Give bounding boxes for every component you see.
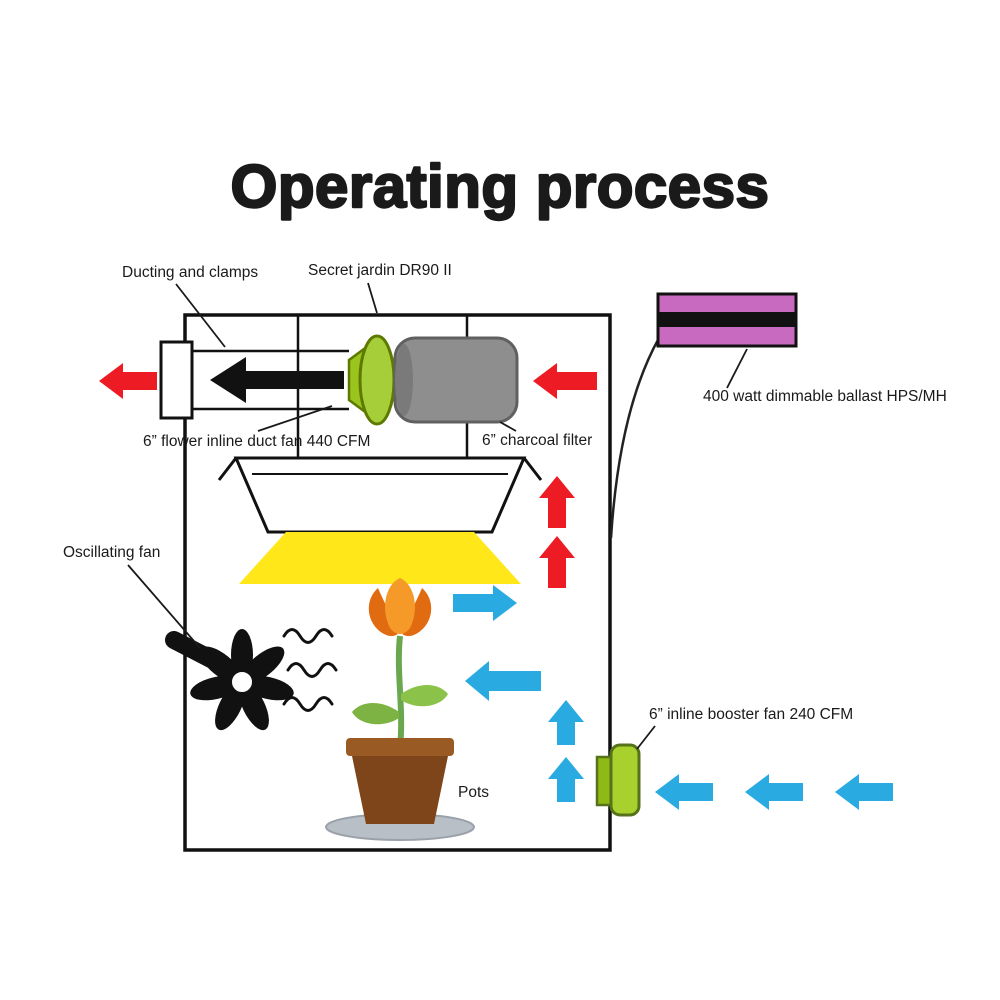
pointer-ducting — [175, 283, 226, 348]
lamp-light-beam — [239, 532, 521, 584]
labels: Ducting and clamps Secret jardin DR90 II… — [63, 262, 947, 801]
charcoal-filter-end-cap — [395, 344, 413, 416]
pointer-lines — [127, 282, 748, 750]
blue-arrow-left-icon — [465, 661, 541, 701]
oscillating-fan — [165, 629, 294, 731]
reflector-wing-right — [522, 457, 543, 481]
pointer-oscillating-fan — [127, 564, 201, 649]
label-pots: Pots — [458, 784, 489, 801]
label-charcoal-filter: 6” charcoal filter — [482, 432, 592, 449]
plant-stem — [395, 635, 405, 749]
lamp-reflector — [233, 456, 527, 534]
label-tent-model: Secret jardin DR90 II — [308, 262, 452, 279]
plant-leaf-left — [352, 703, 399, 725]
label-duct-fan: 6” flower inline duct fan 440 CFM — [143, 433, 370, 450]
pointer-tent — [367, 282, 378, 314]
label-ducting-clamps: Ducting and clamps — [122, 264, 258, 281]
oscillating-fan-hub — [228, 668, 256, 696]
label-ballast: 400 watt dimmable ballast HPS/MH — [703, 388, 947, 405]
plant-leaf-right — [401, 685, 448, 707]
charcoal-filter — [393, 336, 519, 424]
pointer-duct-fan — [257, 405, 333, 432]
inline-duct-fan-flange — [358, 334, 396, 426]
red-arrow-up-1-icon — [539, 476, 575, 528]
duct-airflow-arrow-icon — [210, 357, 344, 403]
label-booster-fan: 6” inline booster fan 240 CFM — [649, 706, 853, 723]
red-arrow-left-exhaust-icon — [99, 363, 157, 399]
pot-body — [352, 756, 448, 824]
blue-arrow-up-2-icon — [548, 757, 584, 802]
blue-arrow-right-icon — [453, 585, 517, 621]
blue-arrow-up-1-icon — [548, 700, 584, 745]
reflector-wing-left — [217, 457, 238, 481]
pointer-booster-fan — [636, 725, 656, 750]
pot-rim — [346, 738, 454, 756]
blue-arrow-inflow-1-icon — [655, 774, 713, 810]
tulip-flower — [368, 578, 432, 637]
blue-arrow-inflow-3-icon — [835, 774, 893, 810]
booster-fan — [595, 743, 641, 817]
ballast — [656, 292, 798, 348]
pointer-ballast — [726, 348, 748, 389]
wind-waves — [282, 628, 338, 712]
duct-flange — [159, 340, 194, 420]
blue-arrow-inflow-2-icon — [745, 774, 803, 810]
ballast-cable — [609, 337, 661, 539]
pointer-charcoal-filter — [499, 421, 517, 432]
page-title: Operating process — [231, 153, 770, 220]
red-arrow-left-intake-icon — [533, 363, 597, 399]
label-oscillating-fan: Oscillating fan — [63, 544, 160, 561]
red-arrow-up-2-icon — [539, 536, 575, 588]
